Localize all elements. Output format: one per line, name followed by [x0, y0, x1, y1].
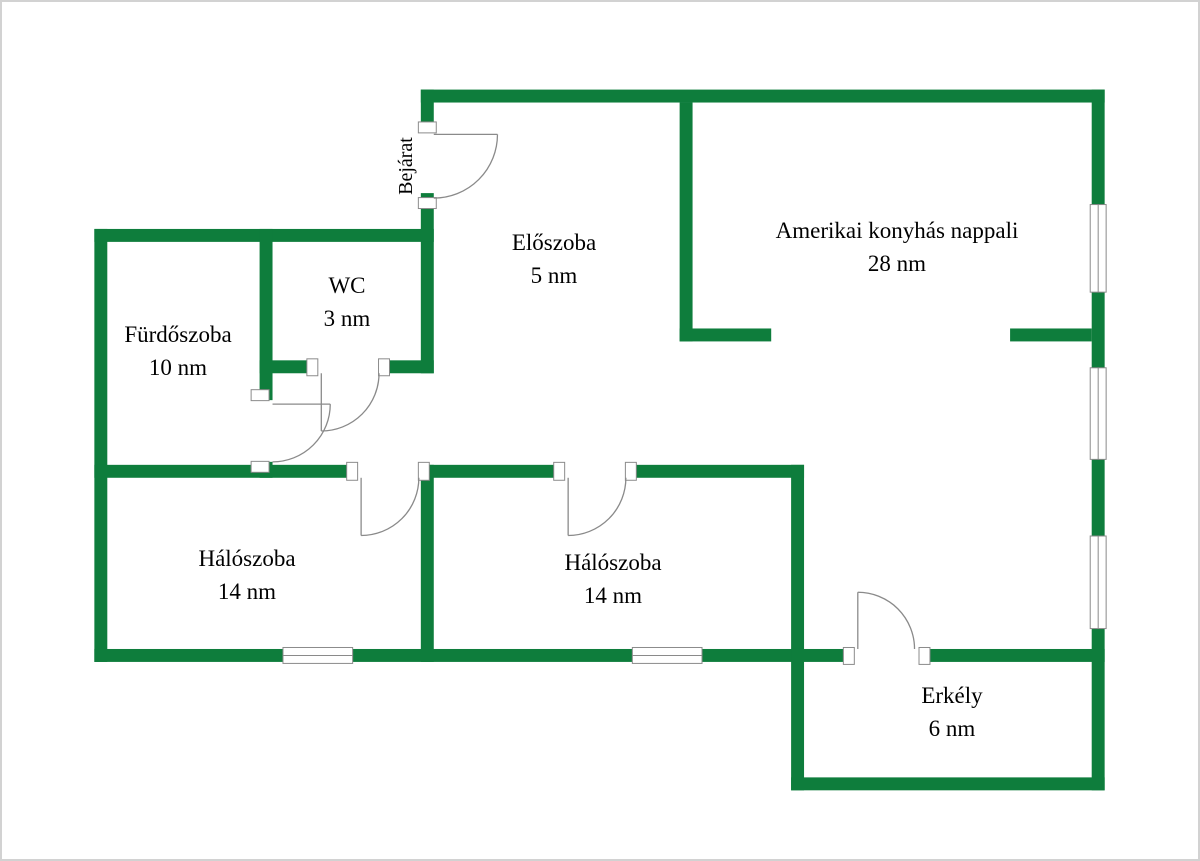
- room-name: Erkély: [921, 683, 983, 708]
- door-jamb: [417, 461, 430, 481]
- wall-wc-bottom-left: [259, 360, 318, 374]
- wall-balcony-bottom: [791, 777, 1105, 791]
- windows-group: [282, 204, 1107, 664]
- room-label-wc: WC 3 nm: [287, 269, 407, 335]
- wall-mid-3: [625, 464, 805, 478]
- room-name: Amerikai konyhás nappali: [775, 218, 1019, 243]
- door-arc: [272, 404, 331, 463]
- room-area: 10 nm: [148, 355, 208, 380]
- wall-bedroom2-right: [791, 464, 805, 662]
- door-jamb: [417, 197, 437, 210]
- wall-bath-wc-divider-upper: [259, 228, 273, 401]
- door-jamb: [918, 646, 931, 665]
- room-name: Hálószoba: [564, 550, 662, 575]
- doors-group: [250, 121, 931, 665]
- balcony-door: [842, 591, 931, 665]
- door-jamb: [250, 389, 270, 402]
- door-jamb: [842, 646, 855, 665]
- wall-entrance-lower: [420, 193, 434, 374]
- room-label-furdoszoba: Fürdőszoba 10 nm: [98, 318, 258, 384]
- bathroom-door: [250, 389, 331, 473]
- wall-left: [94, 228, 108, 662]
- door-arc: [433, 134, 499, 199]
- window-bottom-1: [282, 646, 354, 664]
- window-bottom-2: [631, 646, 703, 664]
- door-jamb: [250, 460, 270, 473]
- wall-livingroom-stub-right: [1010, 328, 1092, 342]
- room-name: WC: [328, 273, 366, 298]
- entrance-label: Bejárat: [395, 137, 417, 195]
- room-area: 6 nm: [928, 716, 976, 741]
- room-label-nappali: Amerikai konyhás nappali 28 nm: [737, 214, 1057, 280]
- wall-top: [420, 89, 1105, 103]
- door-jamb: [624, 461, 637, 481]
- door-arc: [321, 373, 380, 432]
- wall-mid-2: [418, 464, 565, 478]
- room-area: 14 nm: [217, 579, 277, 604]
- room-name: Fürdőszoba: [124, 322, 232, 347]
- room-area: 28 nm: [867, 251, 927, 276]
- wall-wc-bottom-right: [379, 360, 434, 374]
- wall-mid-1: [94, 464, 358, 478]
- door-arc: [857, 591, 916, 649]
- window-right-3: [1089, 535, 1107, 630]
- bedroom2-door: [553, 461, 637, 537]
- window-right-1: [1089, 204, 1107, 293]
- door-arc: [568, 477, 627, 537]
- door-jamb: [417, 121, 437, 134]
- door-jamb: [378, 358, 390, 377]
- room-label-erkely: Erkély 6 nm: [862, 679, 1042, 745]
- bedroom1-door: [346, 461, 430, 537]
- door-arc: [361, 477, 420, 537]
- wall-balcony-left: [791, 648, 805, 791]
- wall-bottom-left: [94, 648, 854, 662]
- room-area: 3 nm: [323, 306, 371, 331]
- wc-door: [306, 358, 390, 432]
- entrance-door: [417, 121, 499, 210]
- wall-bottom-right: [919, 648, 1105, 662]
- room-label-eloszoba: Előszoba 5 nm: [454, 226, 654, 292]
- room-area: 5 nm: [530, 263, 578, 288]
- wall-livingroom-vertical: [679, 102, 693, 342]
- wall-livingroom-horizontal: [679, 328, 772, 342]
- wall-bedroom-divider: [420, 464, 434, 662]
- room-area: 14 nm: [583, 583, 643, 608]
- room-name: Előszoba: [511, 230, 597, 255]
- door-jamb: [346, 461, 359, 481]
- door-jamb: [553, 461, 566, 481]
- window-right-2: [1089, 367, 1107, 460]
- room-label-haloszoba-2: Hálószoba 14 nm: [523, 546, 703, 612]
- room-label-haloszoba-1: Hálószoba 14 nm: [157, 542, 337, 608]
- room-name: Hálószoba: [198, 546, 296, 571]
- door-jamb: [306, 358, 319, 377]
